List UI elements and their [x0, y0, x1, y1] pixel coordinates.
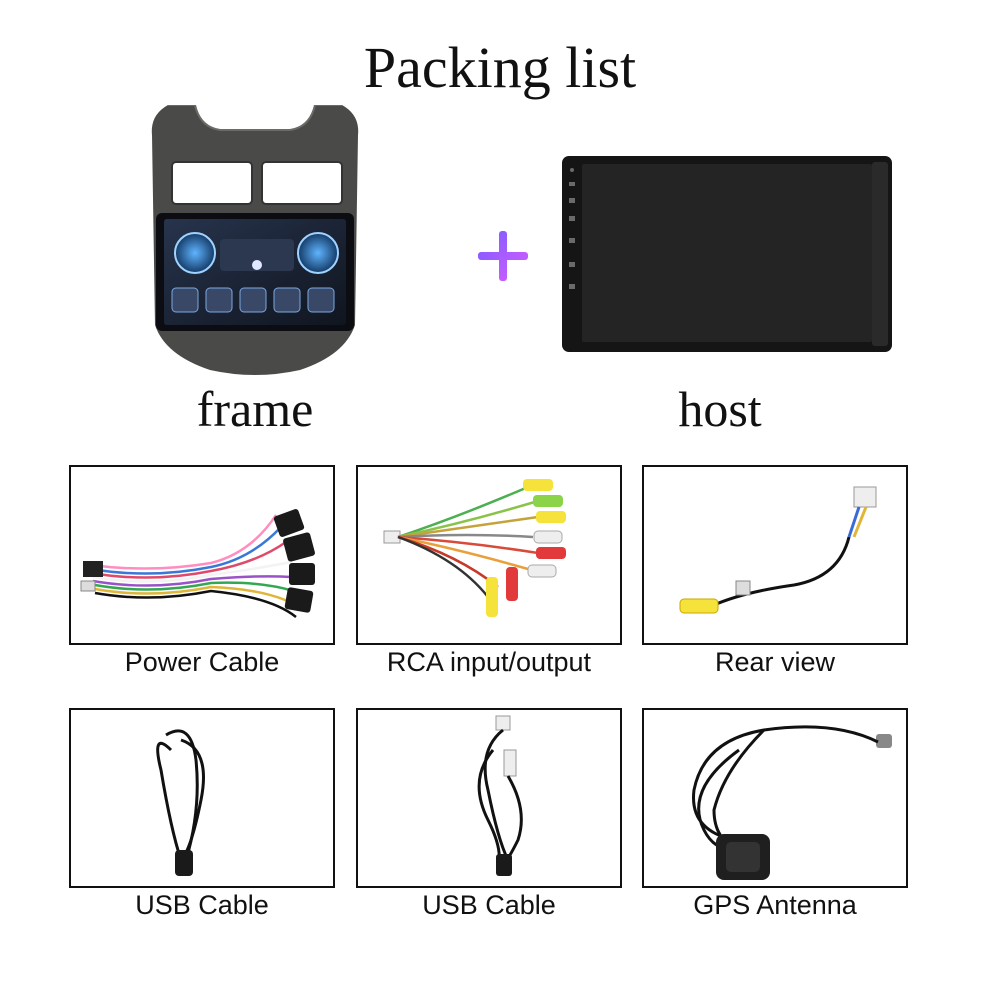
rca-cable-label: RCA input/output: [386, 647, 592, 677]
usb-cable-2-image-box: [356, 708, 622, 888]
usb-cable-1-label: USB Cable: [135, 890, 269, 920]
page-title: Packing list: [363, 35, 637, 100]
gps-antenna-label: GPS Antenna: [693, 890, 857, 920]
power-cable-image-box: [69, 465, 335, 645]
plus-icon: [478, 231, 528, 281]
rca-cable-image-box: [356, 465, 622, 645]
power-cable-label: Power Cable: [124, 647, 280, 677]
frame-image: [150, 104, 360, 380]
gps-antenna-image-box: [642, 708, 908, 888]
usb-cable-2-label: USB Cable: [422, 890, 556, 920]
host-image: [562, 156, 892, 352]
frame-caption: frame: [196, 381, 314, 437]
rear-view-cable-image-box: [642, 465, 908, 645]
usb-cable-1-image-box: [69, 708, 335, 888]
rear-view-cable-label: Rear view: [714, 647, 836, 677]
host-caption: host: [678, 381, 762, 437]
